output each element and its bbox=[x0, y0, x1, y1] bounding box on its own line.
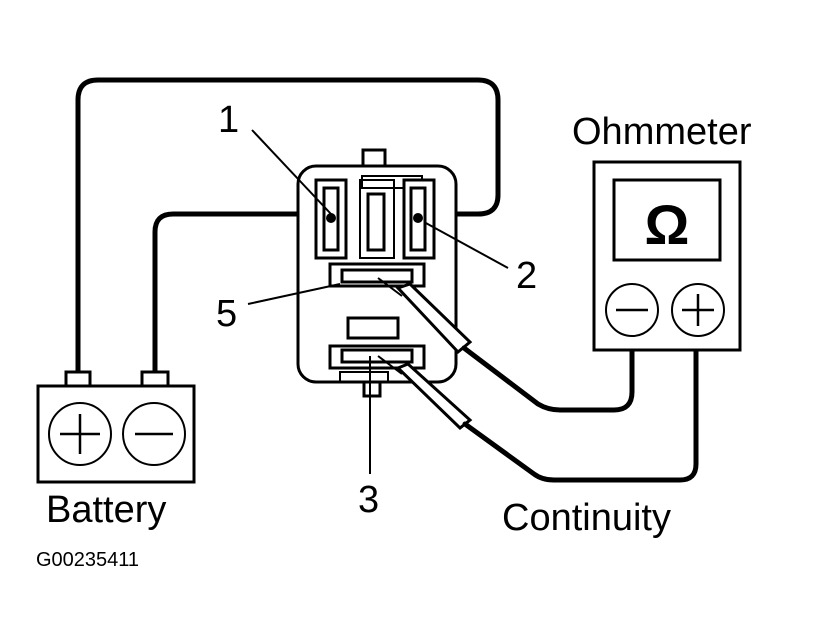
battery-label: Battery bbox=[46, 489, 166, 531]
wire-battery-positive-to-terminal-2 bbox=[75, 77, 501, 381]
terminal-3-label: 3 bbox=[358, 479, 379, 521]
terminal-1-label: 1 bbox=[218, 99, 239, 141]
leader-terminal-2 bbox=[423, 221, 509, 269]
terminal-2-label: 2 bbox=[516, 255, 537, 297]
battery bbox=[36, 370, 196, 484]
terminal-5-label: 5 bbox=[216, 293, 237, 335]
relay bbox=[296, 148, 458, 398]
relay-tab-bottom bbox=[362, 380, 382, 398]
probe-terminal-3 bbox=[377, 347, 699, 483]
ohmmeter-positive-jack bbox=[671, 283, 725, 337]
center-slot bbox=[366, 192, 386, 252]
ohmmeter: Ω bbox=[592, 160, 742, 352]
ohmmeter-negative-jack bbox=[605, 283, 659, 337]
figure-code: G00235411 bbox=[36, 549, 139, 571]
ohm-icon: Ω bbox=[645, 193, 690, 256]
leader-terminal-1 bbox=[251, 129, 332, 215]
terminal-5-blade bbox=[340, 268, 414, 284]
ohmmeter-display bbox=[612, 178, 722, 262]
terminal-3-blade bbox=[340, 348, 414, 364]
wire-battery-negative-to-terminal-1 bbox=[152, 211, 333, 381]
terminal-1-connection bbox=[326, 213, 336, 223]
leader-terminal-5 bbox=[247, 283, 341, 305]
plus-icon bbox=[48, 402, 112, 466]
ohmmeter-label: Ohmmeter bbox=[572, 111, 752, 153]
continuity-label: Continuity bbox=[502, 497, 671, 539]
minus-icon bbox=[122, 402, 186, 466]
probe-terminal-5 bbox=[377, 277, 635, 413]
terminal-2-connection bbox=[413, 213, 423, 223]
